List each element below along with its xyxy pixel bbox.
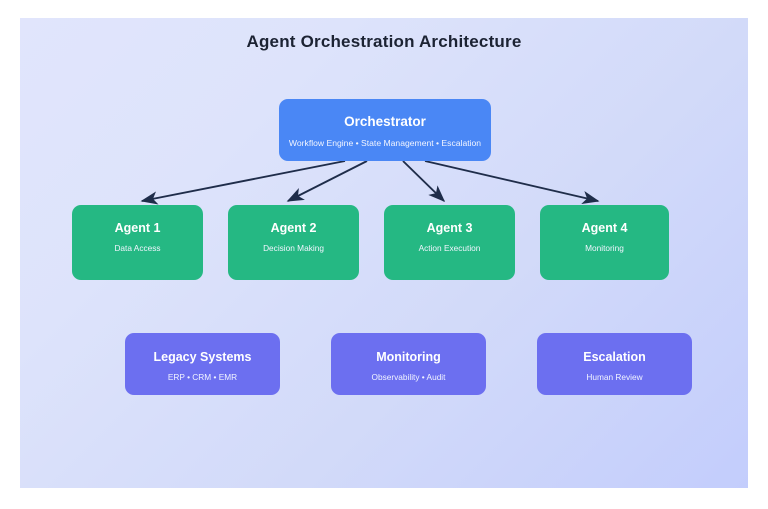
node-agent-4[interactable]: Agent 4 Monitoring [540,205,669,280]
node-escalation[interactable]: Escalation Human Review [537,333,692,395]
connector-orchestrator-to-agent-3 [402,160,446,203]
node-legacy-systems[interactable]: Legacy Systems ERP • CRM • EMR [125,333,280,395]
node-monitoring-subtitle: Observability • Audit [371,371,446,382]
node-agent-1-subtitle: Data Access [114,242,161,253]
node-agent-2[interactable]: Agent 2 Decision Making [228,205,359,280]
node-legacy-systems-subtitle: ERP • CRM • EMR [167,371,238,382]
node-orchestrator-title: Orchestrator [344,114,426,129]
node-legacy-systems-title: Legacy Systems [153,350,252,364]
node-agent-2-title: Agent 2 [270,221,317,235]
node-monitoring-title: Monitoring [376,350,441,364]
connector-layer [140,160,600,205]
connector-orchestrator-to-agent-4 [424,160,600,204]
node-orchestrator[interactable]: Orchestrator Workflow Engine • State Man… [279,99,491,161]
node-agent-3-title: Agent 3 [426,221,473,235]
node-agent-1-title: Agent 1 [114,221,161,235]
node-agent-4-subtitle: Monitoring [585,242,624,253]
node-agent-1[interactable]: Agent 1 Data Access [72,205,203,280]
page-title: Agent Orchestration Architecture [246,32,522,51]
connector-orchestrator-to-agent-1 [140,160,346,205]
diagram-canvas: Agent Orchestration Architecture Orchest… [20,18,748,488]
node-agent-3-subtitle: Action Execution [418,242,481,253]
node-escalation-title: Escalation [583,350,646,364]
node-monitoring[interactable]: Monitoring Observability • Audit [331,333,486,395]
node-agent-4-title: Agent 4 [581,221,628,235]
node-agent-2-subtitle: Decision Making [263,242,324,253]
node-agent-3[interactable]: Agent 3 Action Execution [384,205,515,280]
node-escalation-subtitle: Human Review [586,371,643,382]
node-orchestrator-subtitle: Workflow Engine • State Management • Esc… [288,137,482,148]
connector-orchestrator-to-agent-2 [286,160,368,202]
